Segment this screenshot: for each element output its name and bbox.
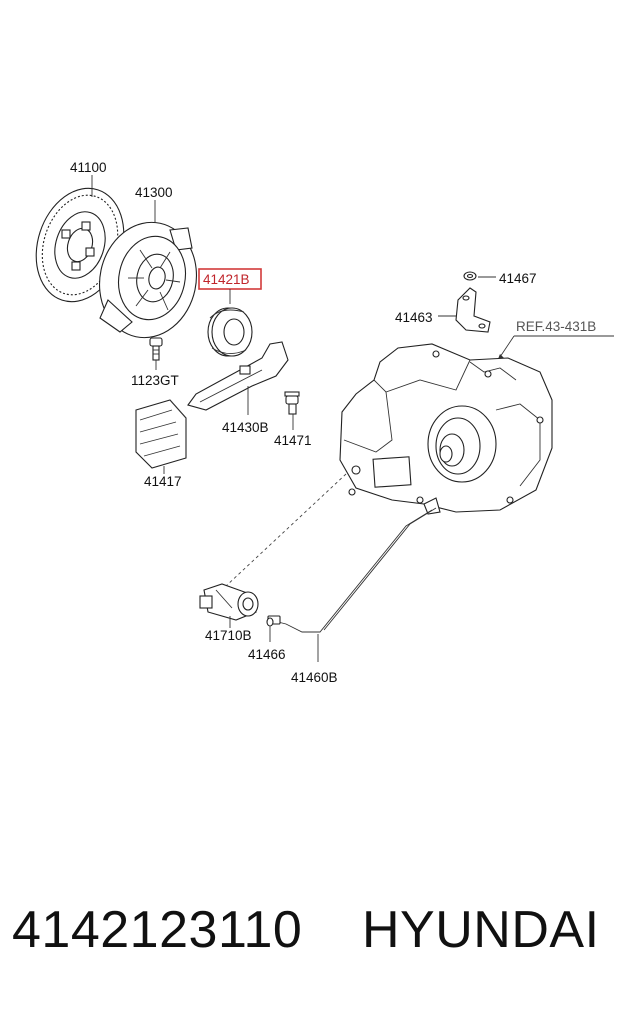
clip-drawing xyxy=(266,617,274,627)
release-fork-drawing xyxy=(187,341,289,411)
label-bracket: 41463 xyxy=(395,310,433,325)
pivot-bolt-drawing xyxy=(284,391,300,415)
label-washer: 41467 xyxy=(499,271,537,286)
label-release-fork: 41430B xyxy=(222,420,269,435)
label-reference: REF.43-431B xyxy=(516,319,596,334)
bracket-drawing xyxy=(455,287,491,333)
label-bolt: 1123GT xyxy=(131,373,179,388)
master-cylinder-drawing xyxy=(199,583,259,621)
label-release-bearing: 41421B xyxy=(203,272,250,287)
brand-name: HYUNDAI xyxy=(362,901,600,959)
boot-drawing xyxy=(135,399,187,469)
label-clutch-disc: 41100 xyxy=(70,160,107,175)
transmission-housing-drawing xyxy=(339,343,553,515)
label-master-cylinder: 41710B xyxy=(205,628,252,643)
label-boot: 41417 xyxy=(144,474,182,489)
washer-drawing xyxy=(463,271,477,281)
hydraulic-tube-drawing xyxy=(267,507,437,633)
label-tube: 41460B xyxy=(291,670,338,685)
label-clip: 41466 xyxy=(248,647,286,662)
release-bearing-drawing xyxy=(207,307,253,357)
label-clutch-cover: 41300 xyxy=(135,185,173,200)
part-number: 4142123110 xyxy=(12,901,303,959)
clutch-cover-drawing xyxy=(98,221,198,339)
label-pivot-bolt: 41471 xyxy=(274,433,312,448)
bolt-drawing xyxy=(149,337,163,361)
